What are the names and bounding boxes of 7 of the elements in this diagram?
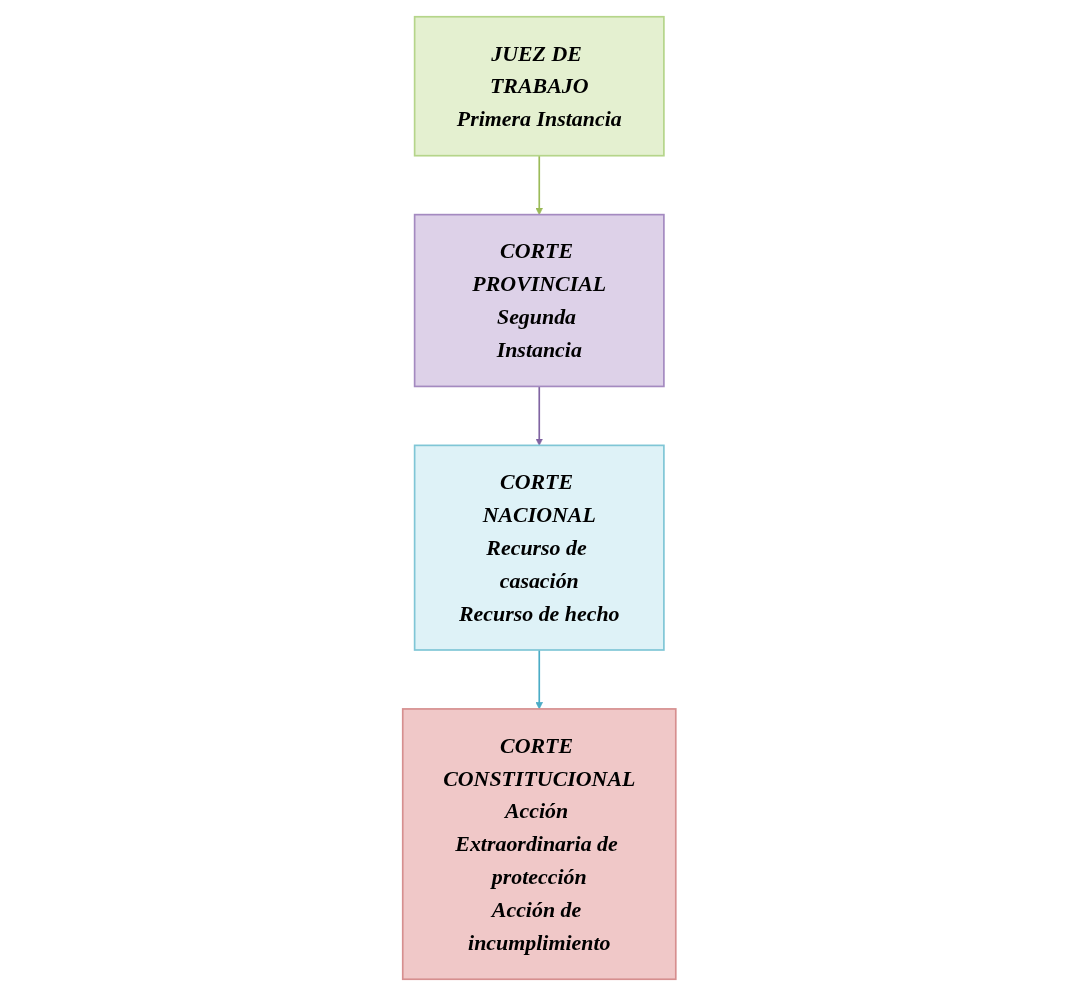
node-box: CORTE CONSTITUCIONAL Acción Extraordinaria de protección Acción de incumplimiento <box>402 708 677 981</box>
node-box: CORTE NACIONAL Recurso de casación Recurso de hecho <box>414 444 665 651</box>
node-box: CORTE PROVINCIAL Segunda Instancia <box>414 213 665 388</box>
node-box: JUEZ DE TRABAJO Primera Instancia <box>414 15 665 157</box>
arrow <box>535 154 544 215</box>
arrow <box>535 649 544 710</box>
arrow <box>535 385 544 446</box>
